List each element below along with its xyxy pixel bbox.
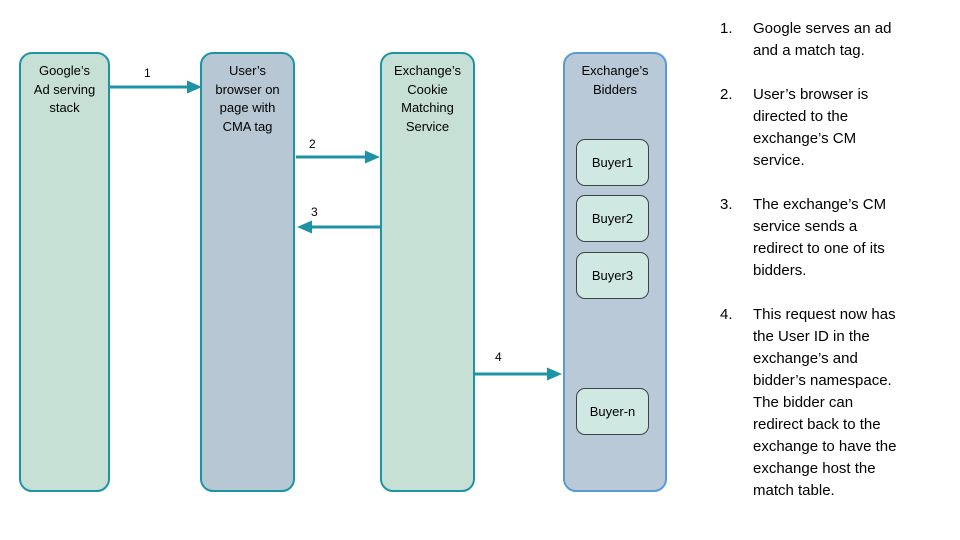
- buyer-box-2: Buyer2: [576, 195, 649, 242]
- step-item-1: 1. Google serves an ad and a match tag.: [720, 18, 950, 62]
- step-4-number: 4.: [720, 306, 733, 323]
- steps-legend: 1. Google serves an ad and a match tag. …: [720, 18, 950, 524]
- step-1-number: 1.: [720, 20, 733, 37]
- arrow-4-head: [547, 367, 562, 381]
- arrow-2-label: 2: [309, 137, 316, 151]
- node-bidders-label: Exchange’s Bidders: [581, 63, 649, 97]
- step-4-text: This request now has the User ID in the …: [753, 306, 897, 499]
- arrow-4-label: 4: [495, 350, 502, 364]
- arrow-4-cm-to-bidders: [473, 367, 562, 381]
- buyer-box-1: Buyer1: [576, 139, 649, 186]
- buyer-2-label: Buyer2: [591, 211, 634, 226]
- buyer-box-n: Buyer-n: [576, 388, 649, 435]
- node-exchange-bidders: Exchange’s Bidders Buyer1 Buyer2 Buyer3 …: [563, 52, 667, 492]
- node-google-ad-serving-stack: Google’s Ad serving stack: [19, 52, 110, 492]
- arrow-3-head: [297, 220, 312, 234]
- step-1-text: Google serves an ad and a match tag.: [753, 20, 892, 59]
- step-3-text: The exchange’s CM service sends a redire…: [753, 196, 887, 279]
- arrow-1-label: 1: [144, 66, 151, 80]
- step-item-2: 2. User’s browser is directed to the exc…: [720, 84, 950, 172]
- arrow-2-head: [365, 150, 380, 164]
- arrow-3-label: 3: [311, 205, 318, 219]
- node-cm-service-label: Exchange’s Cookie Matching Service: [394, 63, 461, 134]
- arrow-3-cm-to-browser: [297, 220, 380, 234]
- arrow-2-browser-to-cm: [296, 150, 380, 164]
- buyer-box-3: Buyer3: [576, 252, 649, 299]
- step-item-4: 4. This request now has the User ID in t…: [720, 304, 950, 502]
- step-item-3: 3. The exchange’s CM service sends a red…: [720, 194, 950, 282]
- step-2-text: User’s browser is directed to the exchan…: [753, 86, 869, 169]
- node-browser-label: User’s browser on page with CMA tag: [215, 63, 280, 134]
- node-google-label: Google’s Ad serving stack: [33, 63, 96, 115]
- step-2-number: 2.: [720, 86, 733, 103]
- buyer-1-label: Buyer1: [591, 155, 634, 170]
- arrow-1-head: [187, 80, 202, 94]
- node-exchange-cm-service: Exchange’s Cookie Matching Service: [380, 52, 475, 492]
- arrow-1-google-to-browser: [110, 80, 202, 94]
- node-users-browser: User’s browser on page with CMA tag: [200, 52, 295, 492]
- buyer-3-label: Buyer3: [591, 268, 634, 283]
- step-3-number: 3.: [720, 196, 733, 213]
- buyer-n-label: Buyer-n: [589, 404, 636, 419]
